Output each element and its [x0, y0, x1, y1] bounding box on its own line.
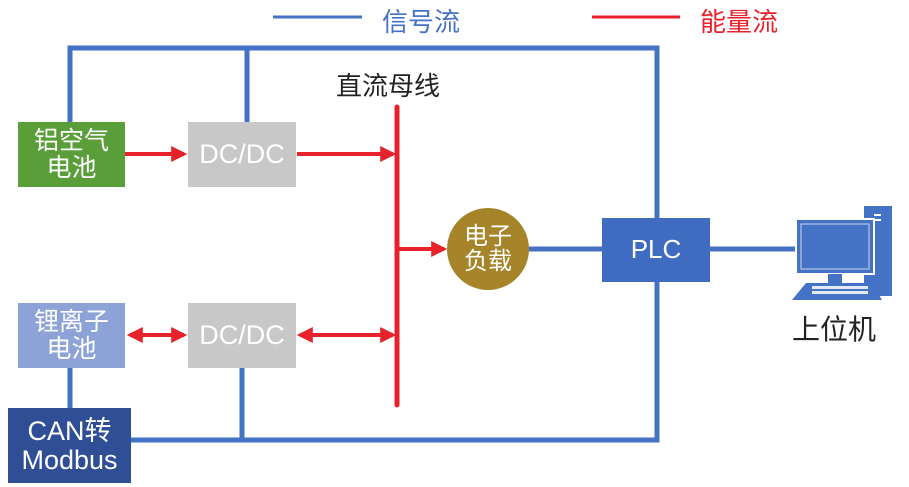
al-air-battery-line2: 电池: [46, 152, 97, 182]
legend-energy-label: 能量流: [700, 8, 779, 38]
al-air-battery-line1: 铝空气: [33, 126, 109, 156]
dcdc-top-label: DC/DC: [199, 139, 285, 170]
li-ion-battery-line1: 锂离子: [33, 307, 109, 337]
li-ion-battery-line2: 电池: [46, 333, 97, 363]
electronic-load-node: 电子 负载: [447, 212, 529, 286]
electronic-load-line1: 电子: [464, 221, 512, 250]
electronic-load-line2: 负载: [464, 247, 512, 275]
dc-bus-label: 直流母线: [336, 72, 441, 102]
al-air-battery-node: 铝空气 电池: [18, 122, 125, 187]
legend-signal-label: 信号流: [382, 8, 461, 38]
electronic-load-shape: [447, 208, 529, 290]
li-ion-battery-node: 锂离子 电池: [18, 303, 125, 368]
dcdc-top-node: DC/DC: [188, 122, 296, 187]
signal-top-loop: [67, 45, 660, 221]
plc-node: PLC: [602, 218, 710, 282]
can-modbus-node: CAN转 Modbus: [8, 408, 131, 483]
plc-label: PLC: [630, 234, 682, 265]
can-modbus-line1: CAN转: [27, 416, 112, 447]
can-modbus-line2: Modbus: [21, 444, 118, 475]
host-pc-label: 上位机: [792, 313, 877, 346]
desktop-computer-icon: [792, 206, 892, 300]
dcdc-bottom-node: DC/DC: [188, 303, 296, 368]
dcdc-bottom-label: DC/DC: [199, 320, 285, 351]
